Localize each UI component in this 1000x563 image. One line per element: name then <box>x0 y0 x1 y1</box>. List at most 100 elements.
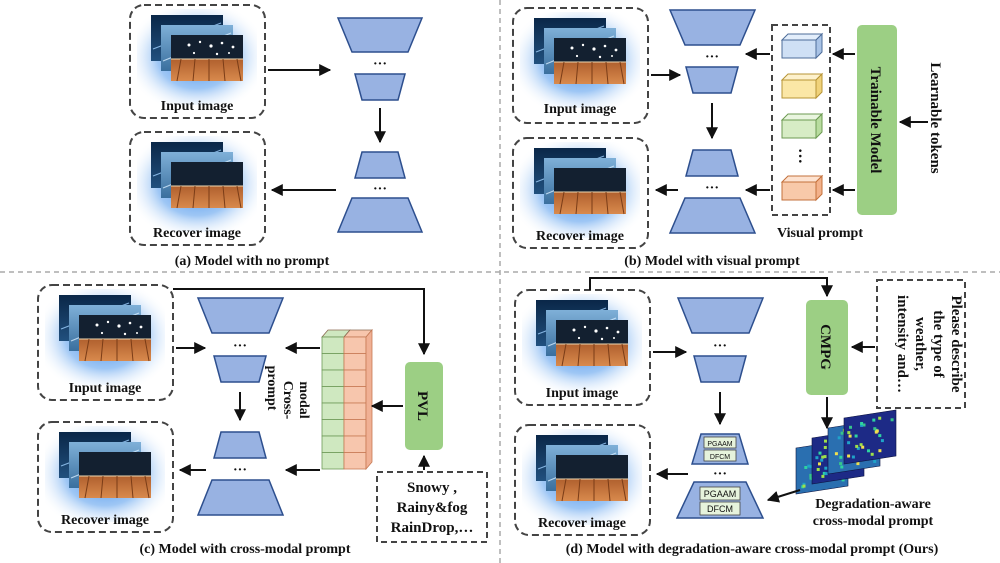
token-cube-icon <box>780 72 824 100</box>
input-image-box <box>37 284 174 401</box>
input-image-box <box>512 7 649 124</box>
dots: ··· <box>705 181 719 196</box>
encoder-block <box>196 297 285 334</box>
pgaam-label: PGAAM <box>707 441 732 448</box>
image-stack-icon <box>520 12 640 108</box>
panel-c: Input image Recover image ··· ··· Cross-… <box>37 284 488 557</box>
cross-modal-label: prompt <box>264 366 279 411</box>
grid-cell <box>365 328 373 471</box>
dots: ··· <box>233 463 247 478</box>
visual-prompt-box <box>771 24 831 216</box>
pgaam-module <box>703 436 737 449</box>
decoder-block <box>213 431 267 459</box>
image-stack-icon <box>136 135 258 233</box>
panel-a: Input image Recover image ··· ··· (a) Mo… <box>129 4 424 269</box>
feature-map <box>843 409 897 465</box>
encoder-block <box>354 73 406 101</box>
prompt-label: Degradation-aware <box>815 497 931 512</box>
dfcm-label: DFCM <box>710 454 730 461</box>
pgaam-label: PGAAM <box>704 489 737 499</box>
trainable-model-box <box>857 25 897 215</box>
encoder-block <box>676 297 765 334</box>
dfcm-module <box>699 501 741 516</box>
dots: ··· <box>373 57 387 72</box>
trainable-model-label: Trainable Model <box>867 67 883 174</box>
encoder-block <box>336 17 424 53</box>
decoder-block <box>685 149 739 177</box>
output-image-box <box>129 131 266 246</box>
decoder-block <box>354 151 406 179</box>
grid-cell <box>343 435 367 453</box>
image-stack-icon <box>44 425 166 523</box>
grid-cell <box>321 402 345 420</box>
image-stack-icon <box>519 141 641 239</box>
arrow-icon <box>766 489 801 503</box>
token-dots: ··· <box>791 148 808 164</box>
token-cube-icon <box>780 174 824 202</box>
input-image-label: Input image <box>544 102 617 117</box>
dots: ··· <box>233 339 247 354</box>
question-line: the type of <box>930 310 946 378</box>
dots: ··· <box>713 339 727 354</box>
grid-cell <box>343 336 367 354</box>
cmpg-label: CMPG <box>817 324 833 370</box>
question-line: intensity and… <box>894 295 910 393</box>
cmpg-box <box>806 300 848 395</box>
encoder-block <box>213 355 267 383</box>
grid-cell <box>321 353 345 371</box>
dots: ··· <box>713 467 727 482</box>
image-stack-icon <box>45 289 165 385</box>
image-stack-icon <box>522 294 642 390</box>
dots: ··· <box>705 50 719 65</box>
pgaam-module <box>699 486 741 501</box>
weather-types-box <box>376 471 488 543</box>
grid-cell <box>343 386 367 404</box>
caption: (b) Model with visual prompt <box>624 254 800 269</box>
dots: ··· <box>373 182 387 197</box>
pvl-box <box>405 362 443 450</box>
grid-cell <box>343 419 367 437</box>
decoder-block <box>668 197 757 234</box>
input-image-box <box>129 4 266 119</box>
output-image-box <box>37 421 174 533</box>
token-cube-icon <box>780 32 824 60</box>
caption: (c) Model with cross-modal prompt <box>139 542 350 557</box>
pvl-label: PVL <box>414 391 430 421</box>
grid-cell <box>321 452 345 470</box>
grid-cell <box>321 386 345 404</box>
caption: (a) Model with no prompt <box>175 254 330 269</box>
output-image-box <box>514 424 651 536</box>
question-line: Please describe <box>948 295 964 392</box>
panel-b: Input image Recover image ··· ··· <box>512 7 943 269</box>
dfcm-module <box>703 449 737 462</box>
weather-line: RainDrop,… <box>391 520 474 536</box>
grid-cell <box>343 369 367 387</box>
image-stack-icon <box>137 9 257 105</box>
arrow-icon <box>173 288 430 356</box>
cross-modal-prompt-grid <box>321 328 373 471</box>
input-image-box <box>514 289 651 406</box>
panel-d: Input image Recover image ··· PGAAM DFCM… <box>514 277 966 557</box>
encoder-block <box>668 9 757 46</box>
input-image-label: Input image <box>69 381 142 396</box>
grid-cell <box>343 452 367 470</box>
output-image-label: Recover image <box>538 516 626 531</box>
grid-cell <box>321 419 345 437</box>
grid-cell <box>321 435 345 453</box>
arrow-icon <box>589 277 833 298</box>
question-box <box>876 279 966 409</box>
image-stack-icon <box>521 428 643 526</box>
decoder-block <box>196 479 285 516</box>
decoder-block <box>336 197 424 233</box>
prompt-label: cross-modal prompt <box>813 514 934 529</box>
encoder-block <box>693 355 747 383</box>
cross-modal-label: Cross- <box>280 381 295 420</box>
output-image-box <box>512 137 649 249</box>
learnable-tokens-label: Learnable tokens <box>927 62 943 173</box>
weather-line: Rainy&fog <box>397 500 468 516</box>
output-image-label: Recover image <box>153 226 241 241</box>
encoder-block <box>685 66 739 94</box>
grid-cell <box>343 402 367 420</box>
grid-cell <box>343 353 367 371</box>
